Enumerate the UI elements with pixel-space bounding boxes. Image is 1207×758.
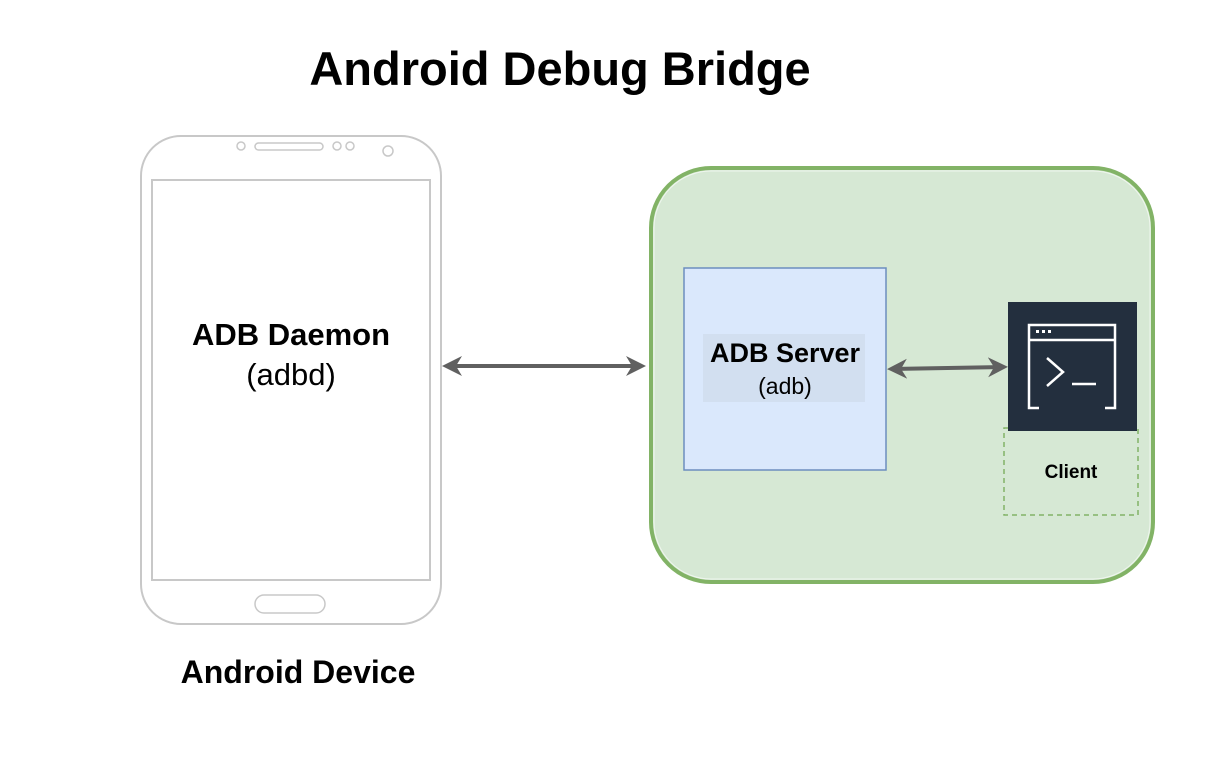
adbd-process-label: (adbd) xyxy=(246,357,336,392)
phone-speaker xyxy=(254,142,324,151)
diagram-title: Android Debug Bridge xyxy=(309,42,811,95)
android-device-label: Android Device xyxy=(180,654,416,690)
server-client-arrow xyxy=(887,357,1008,379)
phone-sensor-2 xyxy=(345,141,355,151)
adb-server-label-background xyxy=(703,334,865,402)
adb-process-label: (adb) xyxy=(758,373,812,399)
phone-sensor-1 xyxy=(332,141,342,151)
android-phone-icon xyxy=(140,135,442,625)
phone-camera xyxy=(382,145,394,157)
adb-server-label: ADB Server xyxy=(709,338,861,368)
adb-daemon-label: ADB Daemon xyxy=(191,317,391,352)
phone-screen xyxy=(151,179,431,581)
client-label: Client xyxy=(1044,462,1098,483)
terminal-icon xyxy=(1008,302,1137,431)
host-container-inner-border xyxy=(653,170,1151,580)
phone-front-camera xyxy=(236,141,246,151)
phone-home-button xyxy=(254,594,326,614)
